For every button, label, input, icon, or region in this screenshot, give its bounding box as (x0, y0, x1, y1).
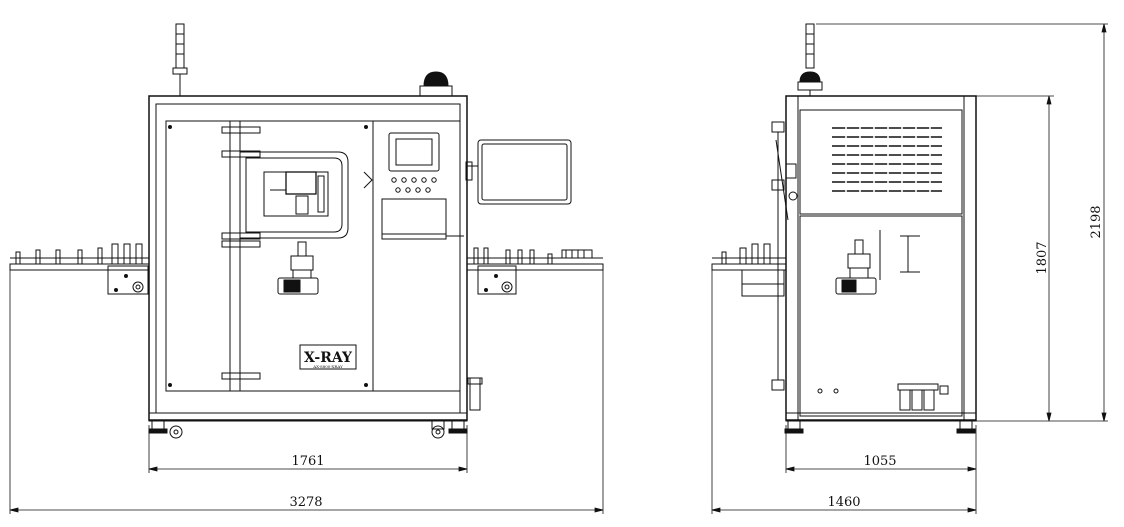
external-monitor (465, 139, 572, 205)
xray-logo-subtext: AX-8800-XRAY (312, 364, 343, 369)
machine-base-side (785, 412, 977, 422)
dim-side-1807: 1807 (1035, 241, 1050, 274)
left-conveyor (9, 243, 150, 295)
control-panel-front (363, 120, 464, 392)
beacon-lamp (419, 71, 453, 97)
dim-side-1055: 1055 (863, 454, 896, 469)
dim-front-1761: 1761 (291, 454, 324, 469)
feet-side (784, 420, 976, 434)
front-door: X-RAY AX-8800-XRAY (165, 120, 374, 392)
side-mechanism (835, 230, 920, 295)
signal-tower-front (172, 23, 188, 96)
vent-separators (845, 124, 931, 195)
filter-regulator-front (467, 377, 483, 411)
filter-regulator-side (817, 383, 949, 411)
side-dimensions (711, 23, 1108, 514)
machine-base-front (148, 412, 468, 422)
dim-side-2198: 2198 (1089, 205, 1104, 238)
hmi-screen (388, 132, 440, 172)
side-view: 1055 1460 1807 2198 (711, 23, 1108, 514)
front-dimensions (9, 270, 604, 514)
machine-frame-side (785, 95, 977, 421)
dim-front-3278: 3278 (289, 495, 322, 510)
front-view: X-RAY AX-8800-XRAY (9, 23, 604, 514)
vent-grille (832, 127, 942, 192)
machine-frame-front (148, 95, 468, 421)
right-conveyor (466, 247, 604, 295)
xray-logo-text: X-RAY (304, 350, 353, 366)
side-door-edge (771, 121, 798, 391)
side-conveyor (711, 243, 787, 297)
signal-tower-side (797, 23, 823, 96)
feet-front (148, 420, 468, 439)
dim-side-1460: 1460 (827, 495, 860, 510)
